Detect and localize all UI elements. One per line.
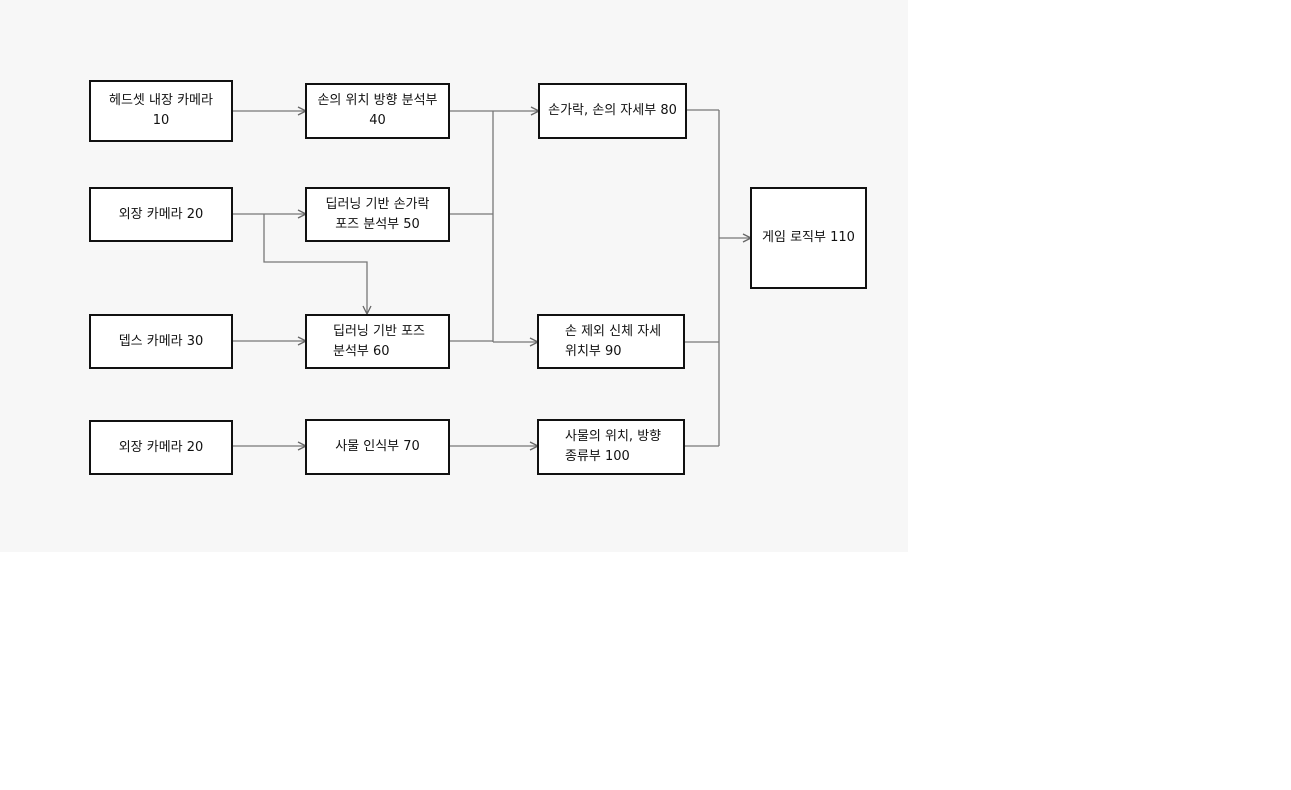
hand-pose-analyzer-block: 손의 위치 방향 분석부 40: [305, 83, 450, 139]
body-pose-analyzer-line2: 분석부 60: [333, 343, 390, 359]
external-camera-block: 외장 카메라 20: [89, 187, 233, 242]
hand-pose-analyzer-label: 손의 위치 방향 분석부: [317, 93, 438, 108]
external-camera-label-secondary: 외장 카메라 20: [118, 439, 204, 455]
object-position-block: 사물의 위치, 방향 종류부 100: [537, 419, 685, 475]
connector-lines: [232, 0, 908, 552]
body-position-block: 손 제외 신체 자세 위치부 90: [537, 314, 685, 369]
body-position-line1: 손 제외 신체 자세: [565, 323, 662, 339]
body-pose-analyzer-line1: 딥러닝 기반 포즈: [333, 323, 425, 339]
finger-pose-analyzer-line1: 딥러닝 기반 손가락: [325, 196, 430, 212]
object-position-line1: 사물의 위치, 방향: [565, 429, 662, 444]
object-recognizer-label: 사물 인식부 70: [335, 439, 420, 454]
finger-hand-detail-block: 손가락, 손의 자세부 80: [538, 83, 687, 139]
block-diagram: 헤드셋 내장 카메라 10 외장 카메라 20 뎁스 카메라 30 외장 카메라…: [0, 0, 908, 552]
object-recognizer-block: 사물 인식부 70: [305, 419, 450, 475]
headset-camera-number: 10: [152, 113, 170, 128]
object-position-line2: 종류부 100: [565, 449, 630, 464]
hand-pose-analyzer-number: 40: [369, 113, 386, 128]
depth-camera-label: 뎁스 카메라 30: [118, 333, 204, 349]
external-camera-block-secondary: 외장 카메라 20: [89, 420, 233, 475]
depth-camera-block: 뎁스 카메라 30: [89, 314, 233, 369]
body-position-line2: 위치부 90: [565, 343, 622, 359]
game-logic-label: 게임 로직부 110: [762, 230, 855, 245]
finger-pose-analyzer-line2: 포즈 분석부 50: [335, 216, 420, 232]
finger-pose-analyzer-block: 딥러닝 기반 손가락 포즈 분석부 50: [305, 187, 450, 242]
external-camera-label: 외장 카메라 20: [118, 206, 204, 222]
headset-camera-label: 헤드셋 내장 카메라: [109, 93, 213, 108]
headset-camera-block: 헤드셋 내장 카메라 10: [89, 80, 233, 142]
arrow-external-camera-to-body-pose: [263, 214, 367, 314]
body-pose-analyzer-block: 딥러닝 기반 포즈 분석부 60: [305, 314, 450, 369]
finger-hand-detail-label: 손가락, 손의 자세부 80: [548, 103, 677, 118]
game-logic-block: 게임 로직부 110: [750, 187, 867, 289]
